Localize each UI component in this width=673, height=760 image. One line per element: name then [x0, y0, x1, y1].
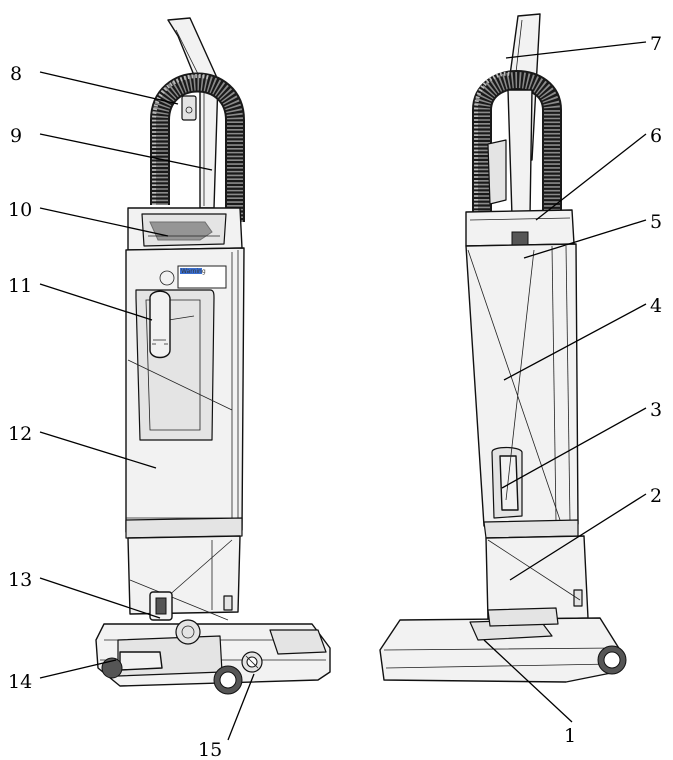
- leader-13: [39, 577, 161, 619]
- leader-lines: [39, 41, 647, 741]
- callout-2: 2: [650, 485, 662, 507]
- leader-3: [501, 407, 647, 489]
- callout-11: 11: [8, 275, 32, 297]
- callout-5: 5: [650, 211, 662, 233]
- callout-7: 7: [650, 33, 662, 55]
- callout-13: 13: [8, 569, 32, 591]
- leader-1: [483, 639, 573, 723]
- leader-12: [39, 431, 157, 469]
- right-vacuum: [379, 13, 627, 683]
- callout-15: 15: [198, 739, 222, 760]
- leader-5: [523, 219, 647, 259]
- callout-8: 8: [10, 63, 22, 85]
- callout-10: 10: [8, 199, 32, 221]
- callout-4: 4: [650, 295, 662, 317]
- warning-text: Warning: [181, 268, 206, 275]
- leader-7: [505, 41, 647, 59]
- callout-12: 12: [8, 423, 32, 445]
- left-release-latch: [149, 290, 171, 359]
- right-floor-head: [379, 617, 621, 683]
- callout-9: 9: [10, 125, 22, 147]
- leader-4: [503, 303, 647, 381]
- leader-14: [39, 659, 117, 679]
- power-switch: [511, 231, 529, 247]
- callout-14: 14: [8, 671, 32, 693]
- callout-6: 6: [650, 125, 662, 147]
- leader-9: [39, 133, 213, 171]
- callout-numbers: 8 9 10 11 12 13 14 15 7 6 5 4 3 2 1: [8, 33, 662, 760]
- leader-8: [39, 71, 179, 105]
- callout-3: 3: [650, 399, 662, 421]
- left-vacuum: Warning: [95, 17, 331, 695]
- callout-1: 1: [564, 725, 576, 747]
- leader-10: [39, 207, 169, 237]
- leader-6: [535, 133, 647, 221]
- leader-11: [39, 283, 153, 321]
- leader-15: [227, 673, 255, 741]
- leader-2: [509, 493, 647, 581]
